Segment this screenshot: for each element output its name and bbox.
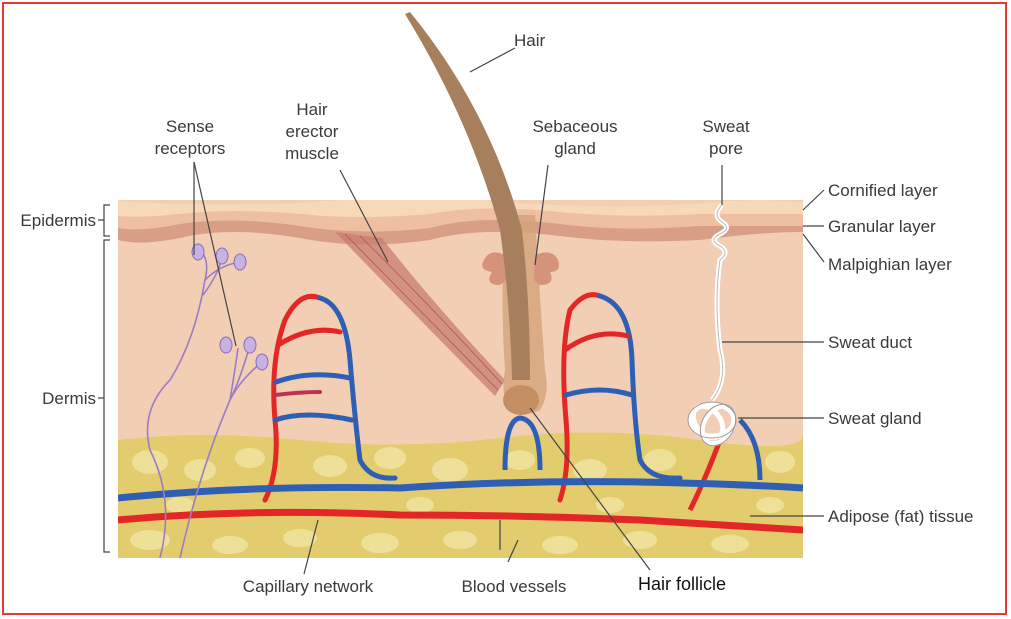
- label-sweat-pore-1: Sweat: [702, 117, 750, 136]
- label-hair-erector-muscle-2: erector: [286, 122, 339, 141]
- label-sweat-gland: Sweat gland: [828, 409, 922, 428]
- label-sweat-duct: Sweat duct: [828, 333, 912, 352]
- label-hair-erector-muscle-3: muscle: [285, 144, 339, 163]
- label-blood-vessels: Blood vessels: [462, 577, 567, 596]
- epidermis-bracket: [98, 205, 110, 236]
- label-hair-erector-muscle-1: Hair: [296, 100, 328, 119]
- label-hair-follicle: Hair follicle: [638, 574, 726, 594]
- label-adipose-tissue: Adipose (fat) tissue: [828, 507, 974, 526]
- label-sweat-pore-2: pore: [709, 139, 743, 158]
- label-malpighian-layer: Malpighian layer: [828, 255, 952, 274]
- label-epidermis: Epidermis: [20, 211, 96, 230]
- label-hair: Hair: [514, 31, 546, 50]
- label-sense-receptors-1: Sense: [166, 117, 214, 136]
- label-sense-receptors-2: receptors: [155, 139, 226, 158]
- label-sebaceous-gland-2: gland: [554, 139, 596, 158]
- label-cornified-layer: Cornified layer: [828, 181, 938, 200]
- label-granular-layer: Granular layer: [828, 217, 936, 236]
- label-sebaceous-gland-1: Sebaceous: [532, 117, 617, 136]
- label-dermis: Dermis: [42, 389, 96, 408]
- dermis-bracket: [98, 240, 110, 552]
- hair-bulb: [503, 385, 539, 415]
- label-capillary-network: Capillary network: [243, 577, 374, 596]
- skin-tissue: [118, 198, 803, 558]
